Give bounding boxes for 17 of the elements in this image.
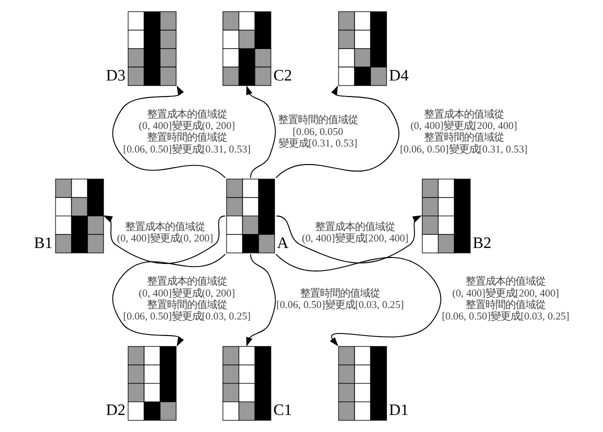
node-label: B2 [472,234,492,252]
edge-label: 整置成本的值域從 (0, 400]變更成(0, 200] [116,222,214,245]
node-label: D2 [106,402,126,420]
edge-label: 整置成本的值域從 (0, 400]變更成[200, 400] [302,222,409,245]
node-label: B1 [34,234,53,252]
node-label: D4 [389,68,409,85]
node-label: C2 [273,68,292,85]
edge-label: 整置成本的值域從 (0, 400]變更成[200, 400] 整置時間的值域從 [0.06, 0.50]變更成[0.31, 0.53] [400,109,528,156]
edge-label: 整置時間的值域從 [0.06, 0.050 變更成[0.31, 0.53] [278,115,358,150]
node-label: D3 [106,68,126,85]
edge-label: 整置成本的值域從 (0, 400]變更成(0, 200] 整置時間的值域從 [0.06, 0.50]變更成[0.03, 0.25] [123,276,251,323]
node-label: D1 [389,402,409,420]
edge-label: 整置成本的值域從 (0, 400]變更成(0, 200] 整置時間的值域從 [0.06, 0.50]變更成[0.31, 0.53] [123,109,251,156]
node-label: A [277,234,289,252]
node-label: C1 [273,402,292,420]
edge-label: 整置成本的值域從 (0, 400]變更成[200, 400] 整置時間的值域從 [0.06, 0.50]變更成[0.03, 0.25] [442,276,570,323]
edge-label: 整置時間的值域從 [0.06, 0.50]變更成[0.03, 0.25] [276,288,404,312]
